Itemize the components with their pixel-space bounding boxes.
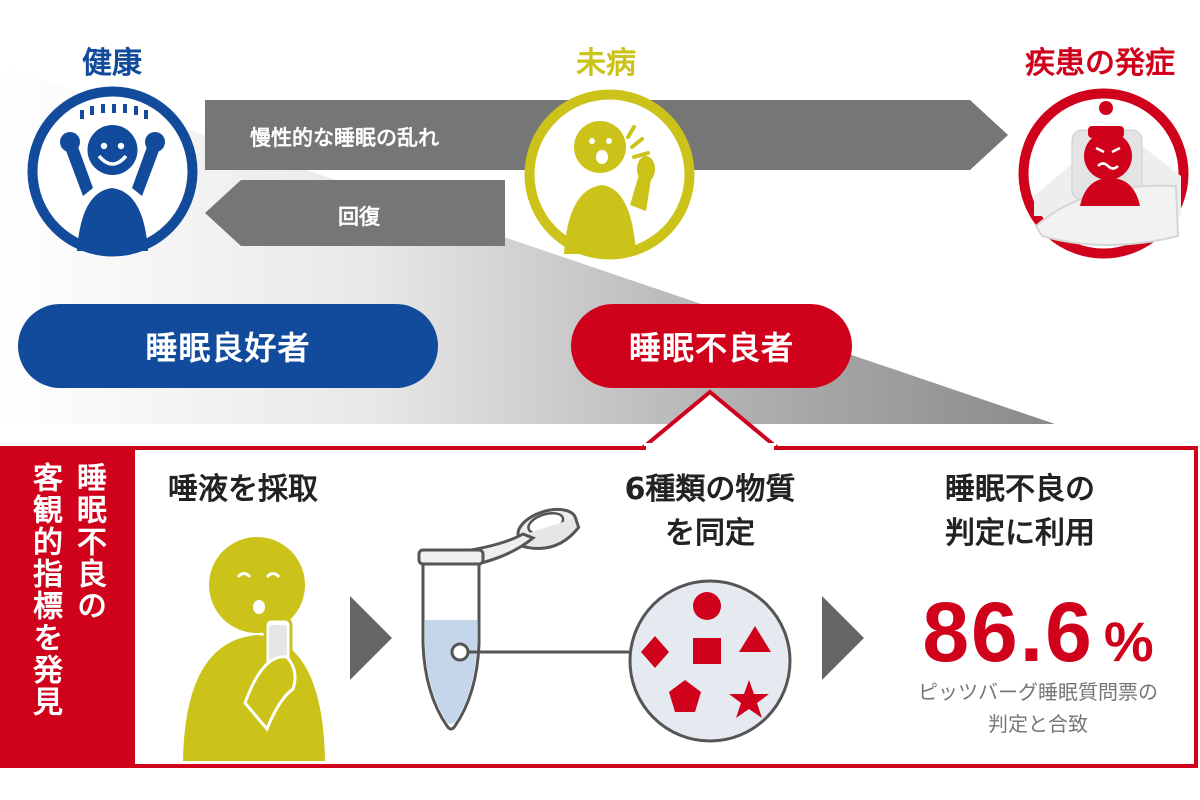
step-arrow-1 xyxy=(350,596,392,680)
result-note-line1: ピッツバーグ睡眠質問票の xyxy=(918,680,1158,704)
step-identify-heading-line2: を同定 xyxy=(665,516,755,551)
molecule-shapes-icon xyxy=(628,579,792,743)
step-collect-saliva-heading: 唾液を採取 xyxy=(168,472,318,507)
result-note-line2: 判定と合致 xyxy=(988,712,1088,736)
person-with-saliva-tube-icon xyxy=(183,537,325,761)
cheering-person-icon xyxy=(27,86,198,257)
recovery-arrow xyxy=(205,180,505,246)
recovery-arrow-label: 回復 xyxy=(338,205,380,229)
side-title-line1: 睡眠不良の xyxy=(71,462,106,622)
step-arrow-2 xyxy=(822,596,864,680)
stage-healthy-label: 健康 xyxy=(82,46,142,81)
poor-sleepers-pill: 睡眠不良者 xyxy=(571,304,852,388)
accuracy-unit: % xyxy=(1103,610,1154,673)
good-sleepers-pill: 睡眠良好者 xyxy=(18,304,438,388)
tube-to-substances-connector xyxy=(450,642,638,662)
accuracy-result: 86.6 % xyxy=(888,590,1188,674)
forward-arrow-label: 慢性的な睡眠の乱れ xyxy=(250,126,439,150)
accuracy-value: 86.6 xyxy=(922,585,1094,679)
stage-disease-label: 疾患の発症 xyxy=(1025,46,1175,81)
step-identify-heading-line1: 6種類の物質 xyxy=(624,472,796,507)
coughing-person-icon xyxy=(524,89,695,260)
microtube-icon xyxy=(417,507,581,731)
panel-side-title xyxy=(0,446,135,764)
sick-in-bed-icon xyxy=(1018,88,1189,259)
step-use-heading-line1: 睡眠不良の xyxy=(945,472,1095,507)
pointer-joint xyxy=(646,444,774,452)
step-use-heading-line2: 判定に利用 xyxy=(945,516,1095,551)
side-title-line2: 客観的指標を発見 xyxy=(27,462,62,718)
poor-sleepers-pointer xyxy=(640,389,780,448)
stage-presymptomatic-label: 未病 xyxy=(576,46,636,81)
